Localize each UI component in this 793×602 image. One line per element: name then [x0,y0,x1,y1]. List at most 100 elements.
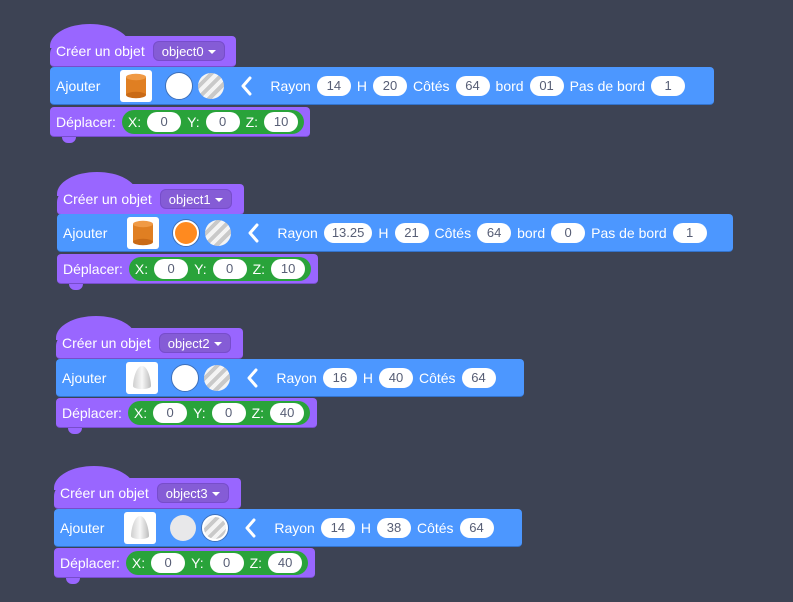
x-input[interactable]: 0 [147,111,182,132]
create-object-block[interactable]: Créer un objet object3 [54,466,241,509]
color-white-swatch[interactable] [166,72,193,99]
create-object-block[interactable]: Créer un objet object2 [56,316,243,359]
position-reporter[interactable]: X: 0 Y: 0 Z: 10 [121,109,305,134]
param-input-cotes[interactable]: 64 [459,517,494,538]
param-label-bord: bord [495,77,524,94]
object-name-dropdown[interactable]: object1 [159,189,232,209]
x-input[interactable]: 0 [153,402,188,423]
z-input[interactable]: 40 [270,402,305,423]
paraboloid-shape-icon[interactable] [126,361,159,394]
block-bottom-notch [62,137,76,143]
add-shape-block[interactable]: Ajouter Rayon 16 H 40 Côtés 64 [56,359,524,397]
object-name-value: object2 [167,335,210,351]
param-input-h[interactable]: 21 [394,222,429,243]
color-light-gray-swatch[interactable] [170,514,197,541]
y-label: Y: [194,260,207,277]
param-label-cotes: Côtés [434,224,472,241]
create-object-block[interactable]: Créer un objet object0 [50,24,236,67]
object-name-dropdown[interactable]: object2 [158,333,231,353]
param-input-cotes[interactable]: 64 [477,222,512,243]
position-reporter[interactable]: X: 0 Y: 0 Z: 40 [127,400,311,425]
add-shape-block[interactable]: Ajouter Rayon 13.25 H 21 Côtés 64 bord 0… [57,214,733,252]
add-shape-block[interactable]: Ajouter Rayon 14 H 38 Côtés 64 [54,509,522,547]
create-object-label: Créer un objet [63,191,152,207]
chevron-left-icon[interactable] [242,515,258,541]
chevron-left-icon[interactable] [245,220,261,246]
param-input-rayon[interactable]: 16 [322,367,357,388]
param-input-h[interactable]: 38 [376,517,411,538]
x-label: X: [134,260,149,277]
param-input-pas-de-bord[interactable]: 1 [651,75,686,96]
z-input[interactable]: 10 [264,111,299,132]
create-object-label: Créer un objet [56,43,145,59]
param-input-bord[interactable]: 01 [529,75,564,96]
param-label-h: H [378,224,389,241]
color-striped-swatch[interactable] [198,72,225,99]
param-input-rayon[interactable]: 14 [316,75,351,96]
paraboloid-shape-icon[interactable] [124,511,157,544]
move-label: Déplacer: [60,554,120,571]
chevron-left-icon[interactable] [238,73,254,99]
object-name-value: object3 [165,485,208,501]
color-orange-swatch[interactable] [173,219,200,246]
param-label-rayon: Rayon [270,77,311,94]
param-input-h[interactable]: 20 [372,75,407,96]
object-name-dropdown[interactable]: object0 [152,41,225,61]
param-label-rayon: Rayon [274,519,315,536]
block-bottom-notch [66,578,80,584]
dropdown-caret-icon [214,197,223,202]
cylinder-shape-icon[interactable] [127,216,160,249]
y-label: Y: [191,554,204,571]
param-input-pas-de-bord[interactable]: 1 [672,222,707,243]
param-label-cotes: Côtés [418,369,456,386]
param-label-cotes: Côtés [416,519,454,536]
move-label: Déplacer: [62,404,122,421]
x-label: X: [133,404,148,421]
param-input-bord[interactable]: 0 [551,222,586,243]
z-input[interactable]: 10 [271,258,306,279]
z-label: Z: [251,404,265,421]
param-input-cotes[interactable]: 64 [461,367,496,388]
param-input-cotes[interactable]: 64 [455,75,490,96]
param-label-rayon: Rayon [276,369,317,386]
object-name-dropdown[interactable]: object3 [156,483,229,503]
chevron-left-icon[interactable] [244,365,260,391]
color-striped-swatch[interactable] [202,514,229,541]
color-white-swatch[interactable] [172,364,199,391]
param-input-rayon[interactable]: 13.25 [323,222,373,243]
x-input[interactable]: 0 [151,552,186,573]
y-input[interactable]: 0 [205,111,240,132]
y-input[interactable]: 0 [209,552,244,573]
param-input-rayon[interactable]: 14 [320,517,355,538]
param-label-pas-de-bord: Pas de bord [591,224,667,241]
z-label: Z: [249,554,263,571]
color-striped-swatch[interactable] [205,219,232,246]
x-label: X: [127,113,142,130]
move-block[interactable]: Déplacer: X: 0 Y: 0 Z: 40 [54,548,315,578]
color-striped-swatch[interactable] [204,364,231,391]
block-bottom-notch [69,284,83,290]
z-label: Z: [252,260,266,277]
position-reporter[interactable]: X: 0 Y: 0 Z: 10 [128,256,312,281]
add-label: Ajouter [56,77,101,94]
add-shape-block[interactable]: Ajouter Rayon 14 H 20 Côtés 64 bord 01 P… [50,67,714,105]
create-object-block[interactable]: Créer un objet object1 [57,172,244,215]
move-block[interactable]: Déplacer: X: 0 Y: 0 Z: 10 [57,254,318,284]
move-block[interactable]: Déplacer: X: 0 Y: 0 Z: 10 [50,107,310,137]
param-input-h[interactable]: 40 [378,367,413,388]
y-input[interactable]: 0 [211,402,246,423]
z-input[interactable]: 40 [268,552,303,573]
param-label-h: H [362,369,373,386]
create-object-label: Créer un objet [60,485,149,501]
param-label-h: H [360,519,371,536]
add-label: Ajouter [63,224,108,241]
object-name-value: object1 [168,191,211,207]
param-label-cotes: Côtés [412,77,450,94]
y-input[interactable]: 0 [212,258,247,279]
param-label-h: H [356,77,367,94]
x-input[interactable]: 0 [154,258,189,279]
cylinder-shape-icon[interactable] [120,69,153,102]
move-label: Déplacer: [56,113,116,130]
move-block[interactable]: Déplacer: X: 0 Y: 0 Z: 40 [56,398,317,428]
position-reporter[interactable]: X: 0 Y: 0 Z: 40 [125,550,309,575]
